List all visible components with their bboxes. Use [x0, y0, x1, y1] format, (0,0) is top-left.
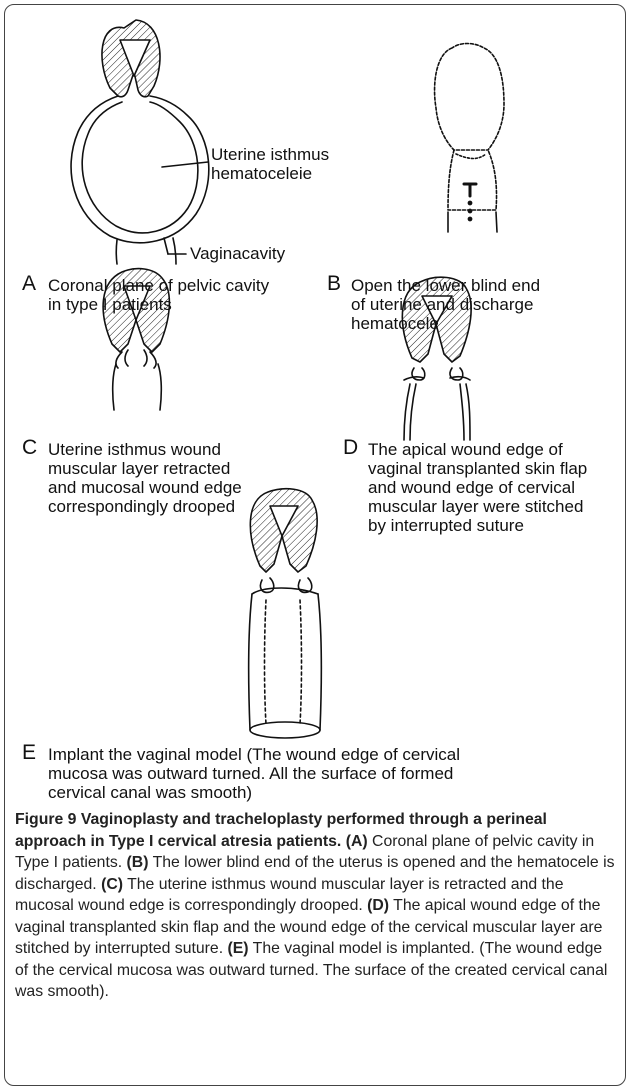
panel-c-letter: C: [22, 437, 37, 459]
panel-b-letter: B: [327, 273, 341, 295]
caption-tag-d: (D): [367, 897, 389, 914]
panel-d-letter: D: [343, 437, 358, 459]
annotation-vagina-cavity: Vaginacavity: [190, 244, 285, 263]
panel-c-label: Uterine isthmus wound muscular layer ret…: [48, 440, 242, 516]
diagram-b: [435, 44, 504, 233]
figure-illustrations: [0, 0, 633, 800]
caption-tag-e: (E): [228, 940, 249, 957]
annotation-uterine-isthmus: Uterine isthmus hematoceleie: [211, 145, 329, 183]
panel-e-label: Implant the vaginal model (The wound edg…: [48, 745, 460, 802]
caption-tag-a: (A): [346, 833, 368, 850]
panel-a-label: Coronal plane of pelvic cavity in type I…: [48, 276, 269, 314]
diagram-a: [71, 20, 209, 264]
diagram-e: [249, 489, 322, 738]
panel-d-label: The apical wound edge of vaginal transpl…: [368, 440, 587, 535]
panel-a-letter: A: [22, 273, 36, 295]
figure-caption: Figure 9 Vaginoplasty and tracheloplasty…: [15, 809, 615, 1003]
panel-e-letter: E: [22, 742, 36, 764]
caption-tag-b: (B): [127, 854, 149, 871]
caption-tag-c: (C): [101, 876, 123, 893]
panel-b-label: Open the lower blind end of uterine and …: [351, 276, 540, 333]
